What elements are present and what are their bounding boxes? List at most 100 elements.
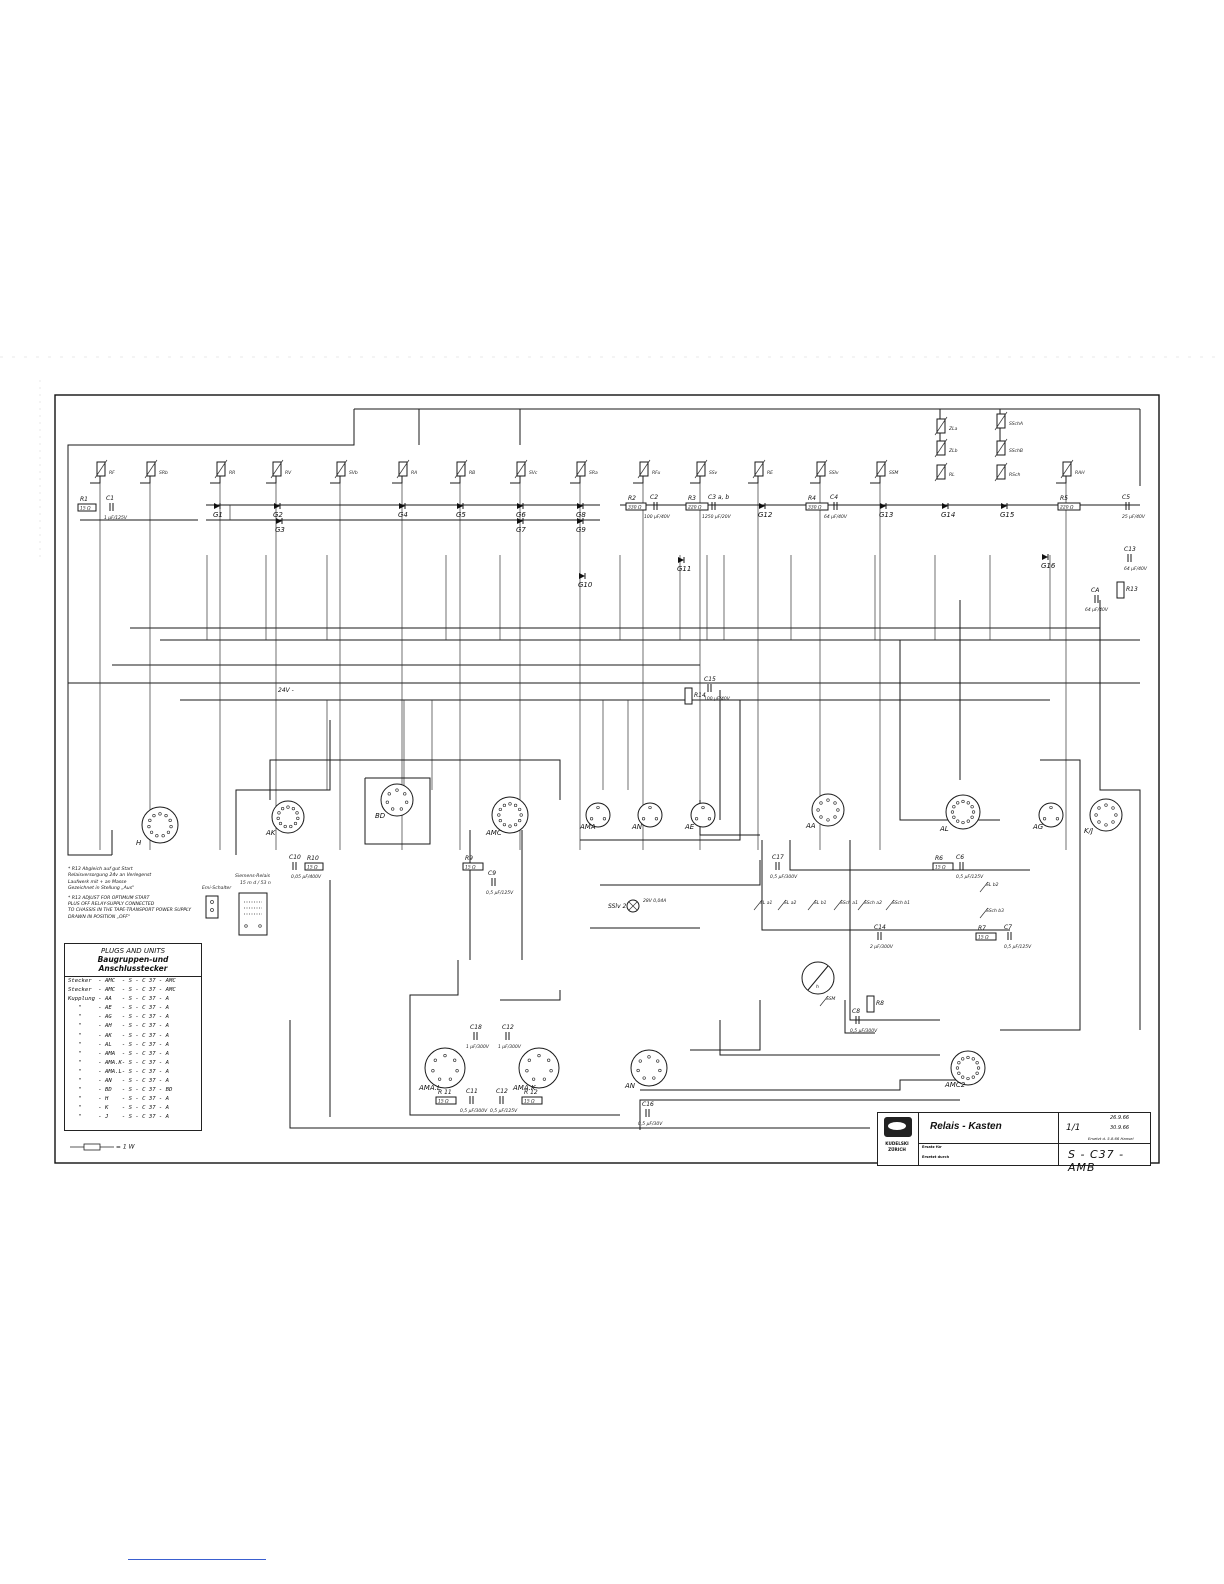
resistor-label: R4 xyxy=(808,495,816,502)
capacitor-c1: C11 µF/125V xyxy=(104,495,128,521)
capacitor-value: 1 µF/300V xyxy=(466,1044,490,1050)
legend-row: " - AG - S - C 37 - A xyxy=(68,1014,170,1021)
resistor-r13: R13 xyxy=(1116,581,1138,599)
capacitor-value: 1250 µF/20V xyxy=(702,514,732,520)
diode-label: G13 xyxy=(879,511,893,519)
legend-row: " - J - S - C 37 - A xyxy=(68,1114,170,1121)
diode-g16: G16 xyxy=(1041,554,1056,570)
plug-label: AA xyxy=(805,822,816,830)
capacitor-value: 1 µF/125V xyxy=(104,515,128,521)
relay-label: RV xyxy=(285,470,292,476)
diode-g1: G1 xyxy=(213,503,223,519)
relay-label: RA xyxy=(411,470,417,476)
resistor-r7: 15 ΩR7 xyxy=(975,925,997,941)
legend-row: " - H - S - C 37 - A xyxy=(68,1096,170,1103)
plug-label: AMA xyxy=(579,823,596,831)
relay-label: ZLa xyxy=(948,426,958,432)
wire xyxy=(67,409,355,856)
replaces-label: Ersatz für xyxy=(922,1145,942,1149)
relay-label: SRb xyxy=(159,470,168,476)
switch-label: SSch b1 xyxy=(892,900,910,906)
siemens-relay-drawing xyxy=(238,892,268,936)
note-line: Relaisversorgung 24v an Verlegenst xyxy=(68,873,152,879)
wire xyxy=(500,990,561,1001)
drawing-title: Relais - Kasten xyxy=(930,1121,1002,1132)
wire xyxy=(235,720,331,855)
switch-label: SL b2 xyxy=(986,882,999,888)
resistor-value: 15 Ω xyxy=(307,865,318,871)
legend-row: " - AE - S - C 37 - A xyxy=(68,1005,170,1012)
resistor-value: 15 Ω xyxy=(935,865,946,871)
wire xyxy=(844,1000,875,1034)
company-name: KUDELSKI ZÜRICH xyxy=(885,1141,909,1152)
capacitor-label: C14 xyxy=(874,924,886,931)
switch-label: SSM xyxy=(826,996,836,1002)
resistor-value: 15 Ω xyxy=(438,1099,449,1105)
legend-row: " - AMA.L- S - C 37 - A xyxy=(68,1068,170,1075)
capacitor-c9: C90,5 µF/125V xyxy=(486,870,514,896)
resistor-value: 15 Ω xyxy=(978,935,989,941)
relay-label: RL xyxy=(949,472,955,478)
diode-label: G4 xyxy=(398,511,408,519)
relay-coil-sschb: SSchB xyxy=(994,438,1023,458)
capacitor-value: 25 µF/40V xyxy=(1122,514,1146,520)
resistor-value: 220 Ω xyxy=(688,505,702,511)
plug-ama-l: AMA.L xyxy=(418,1047,466,1092)
capacitor-c6: C60,5 µF/125V xyxy=(956,854,984,880)
resistor-1w-icon xyxy=(70,1143,114,1151)
capacitor-label: C13 xyxy=(1124,546,1136,553)
plug-label: AK xyxy=(265,829,277,837)
capacitor-label: C8 xyxy=(852,1008,860,1015)
capacitor-label: C12 xyxy=(502,1024,514,1031)
legend-row: Stecker - AMC - S - C 37 - AMC xyxy=(68,987,176,994)
switch-label: SSch a1 xyxy=(840,900,858,906)
relay-coil-rah: RAH xyxy=(1060,459,1085,479)
capacitor-label: C3 a, b xyxy=(708,494,729,501)
diode-label: G16 xyxy=(1041,562,1056,570)
resistor-r9: 15 ΩR9 xyxy=(462,855,484,871)
diode-label: G15 xyxy=(1000,511,1015,519)
capacitor-value: 64 µF/40V xyxy=(1085,607,1109,613)
plug-amc2: AMC2 xyxy=(944,1050,986,1089)
capacitor-label: C12 xyxy=(496,1088,508,1095)
resistor-label: R13 xyxy=(1126,586,1138,593)
plug-h: H xyxy=(136,806,179,847)
switch-contact xyxy=(819,995,829,1007)
diode-g5: G5 xyxy=(456,503,466,519)
note-line: DRAWN IN POSITION „OFF" xyxy=(68,914,131,920)
wire xyxy=(269,759,561,800)
plugs-legend: PLUGS AND UNITS Baugruppen-und Anschluss… xyxy=(64,943,202,1131)
capacitor-value: 100 µF/40V xyxy=(704,696,731,702)
wire xyxy=(364,777,431,845)
resistor-value: 15 Ω xyxy=(80,506,91,512)
capacitor-c8: C80,5 µF/300V xyxy=(850,1008,878,1034)
relay-label: ZLb xyxy=(948,448,958,454)
company-logo-icon xyxy=(884,1117,912,1137)
plug-bd: BD xyxy=(375,783,414,820)
switch-label: SSch b3 xyxy=(986,908,1004,914)
legend-row: Kupplung - AA - S - C 37 - A xyxy=(68,996,170,1003)
switch-label: SL a1 xyxy=(760,900,773,906)
resistor-label: R2 xyxy=(628,495,636,502)
plug-label: AMA.K xyxy=(512,1084,537,1092)
relay-coil-ssiv: SSIv xyxy=(814,459,839,479)
diode-g4: G4 xyxy=(398,503,408,519)
relay-label: RR xyxy=(229,470,235,476)
resistor-label: R 11 xyxy=(438,1089,452,1096)
legend-row: Stecker - AMC - S - C 37 - AMC xyxy=(68,978,176,984)
plug-ak: AK xyxy=(265,800,305,837)
resistor-value: 220 Ω xyxy=(1060,505,1074,511)
switch-contact xyxy=(885,899,895,911)
capacitor-value: 1 µF/300V xyxy=(498,1044,522,1050)
capacitor-value: 0,5 µF/125V xyxy=(486,890,514,896)
plug-al: AL xyxy=(939,794,981,833)
note-line: * R13 Abgleich auf gut Start xyxy=(68,867,133,872)
